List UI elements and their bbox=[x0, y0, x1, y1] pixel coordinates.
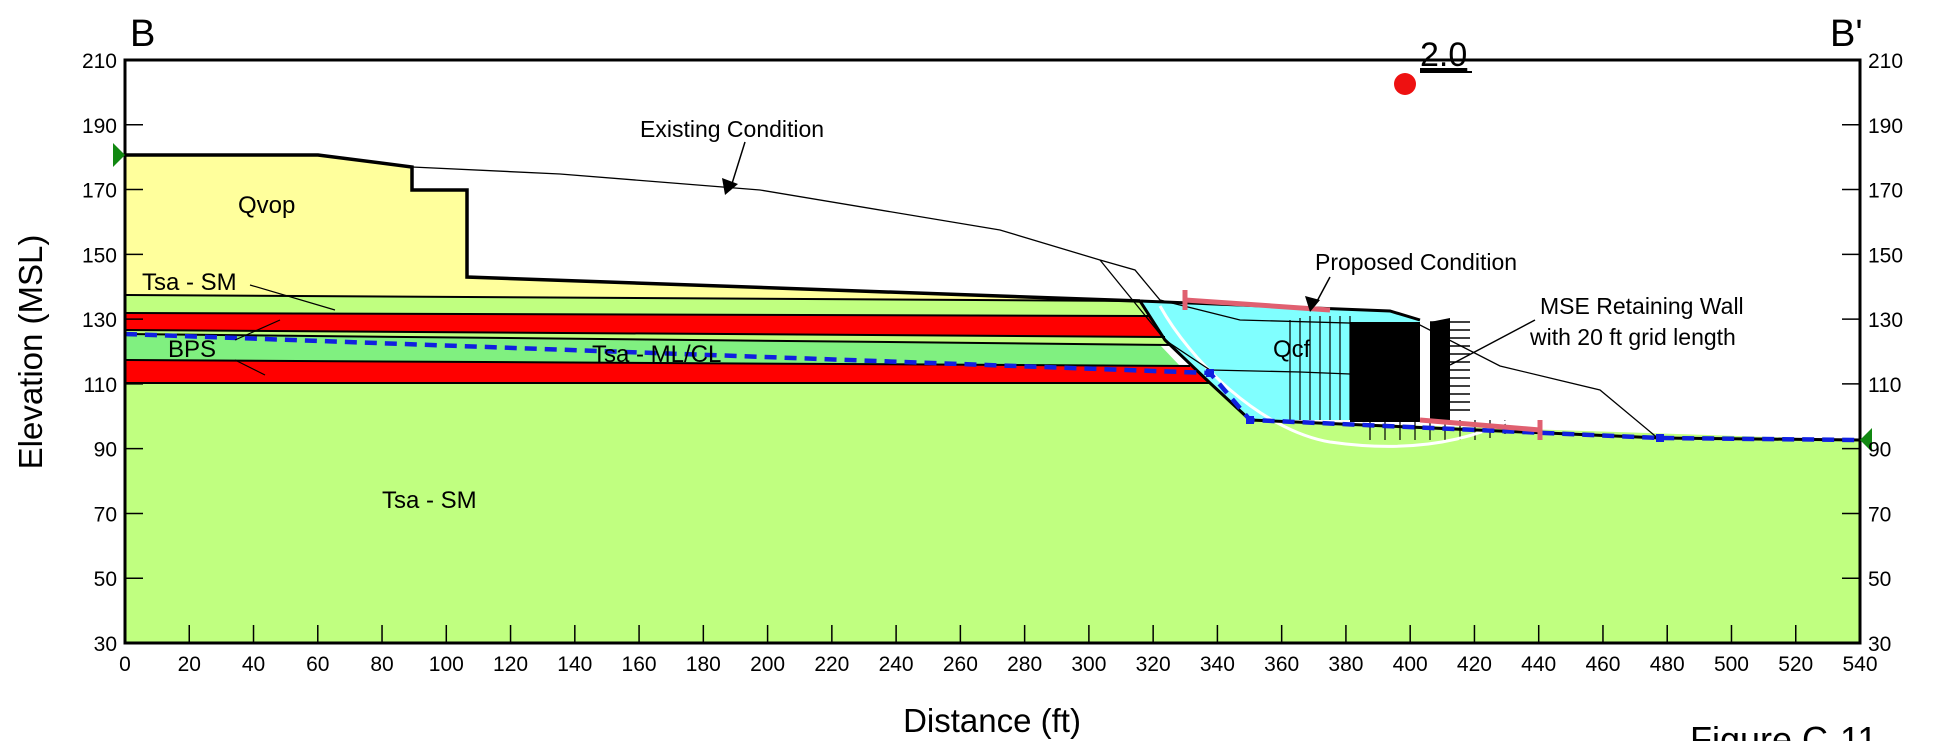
section-label-right: B' bbox=[1830, 13, 1863, 55]
existing-condition-label: Existing Condition bbox=[640, 116, 824, 142]
x-tick-label: 400 bbox=[1393, 653, 1428, 676]
y-tick-label: 170 bbox=[1868, 180, 1903, 203]
y-tick-label: 130 bbox=[82, 309, 117, 332]
x-tick-label: 180 bbox=[686, 653, 721, 676]
y-tick-label: 190 bbox=[82, 115, 117, 138]
x-tick-label: 420 bbox=[1457, 653, 1492, 676]
proposed-condition-label: Proposed Condition bbox=[1315, 249, 1517, 275]
y-tick-label: 150 bbox=[82, 244, 117, 267]
y-tick-label: 30 bbox=[1868, 633, 1891, 656]
y-tick-label: 170 bbox=[82, 180, 117, 203]
x-tick-label: 140 bbox=[557, 653, 592, 676]
y-tick-label: 50 bbox=[94, 568, 117, 591]
x-tick-label: 260 bbox=[943, 653, 978, 676]
y-tick-label: 130 bbox=[1868, 309, 1903, 332]
x-tick-label: 0 bbox=[119, 653, 131, 676]
y-tick-label: 70 bbox=[1868, 503, 1891, 526]
tsa-sm-leader bbox=[249, 284, 336, 311]
x-tick-label: 340 bbox=[1200, 653, 1235, 676]
figure-label: Figure C-11 bbox=[1690, 719, 1877, 741]
existing-ground-line bbox=[411, 166, 1661, 441]
layer-label-qcf: Qcf bbox=[1273, 336, 1311, 363]
water-table-nodes bbox=[1206, 369, 1664, 442]
x-tick-label: 360 bbox=[1264, 653, 1299, 676]
mse-wall-label-line2: with 20 ft grid length bbox=[1529, 324, 1736, 350]
x-tick-label: 540 bbox=[1842, 653, 1877, 676]
y-tick-label: 50 bbox=[1868, 568, 1891, 591]
proposed-arrowhead bbox=[1305, 296, 1320, 312]
y-tick-label: 90 bbox=[1868, 439, 1891, 462]
y-tick-label: 210 bbox=[1868, 50, 1903, 73]
x-tick-label: 40 bbox=[242, 653, 265, 676]
factor-of-safety: 2.0 bbox=[1420, 36, 1467, 74]
y-tick-label: 150 bbox=[1868, 244, 1903, 267]
x-tick-label: 160 bbox=[622, 653, 657, 676]
x-axis-title: Distance (ft) bbox=[903, 702, 1081, 739]
mse-leader bbox=[1449, 319, 1536, 366]
x-tick-label: 440 bbox=[1521, 653, 1556, 676]
y-tick-label: 90 bbox=[94, 439, 117, 462]
x-tick-label: 240 bbox=[879, 653, 914, 676]
mse-wall-block bbox=[1350, 322, 1420, 422]
x-tick-label: 320 bbox=[1136, 653, 1171, 676]
y-tick-labels-left: 30 50 70 90 110 130 150 170 190 210 bbox=[82, 50, 117, 656]
x-tick-label: 220 bbox=[814, 653, 849, 676]
x-tick-label: 460 bbox=[1585, 653, 1620, 676]
existing-arrowhead bbox=[722, 178, 738, 195]
x-tick-labels: 0 20 40 60 80 100 120 140 160 180 200 220 240 260 280 3… bbox=[119, 653, 1877, 676]
x-tick-label: 280 bbox=[1007, 653, 1042, 676]
y-tick-label: 210 bbox=[82, 50, 117, 73]
layer-label-tsa-ml-cl: Tsa - ML/CL bbox=[592, 341, 721, 368]
layer-label-tsa-sm-upper: Tsa - SM bbox=[142, 269, 237, 296]
y-tick-label: 110 bbox=[84, 374, 117, 397]
y-tick-label: 190 bbox=[1868, 115, 1903, 138]
boundary-markers bbox=[113, 143, 1872, 452]
x-tick-label: 80 bbox=[370, 653, 393, 676]
y-tick-label: 30 bbox=[94, 633, 117, 656]
y-axis-title: Elevation (MSL) bbox=[12, 235, 49, 470]
plot-frame bbox=[123, 58, 1862, 645]
anchor-lines bbox=[1182, 290, 1543, 440]
mse-wall-label-line1: MSE Retaining Wall bbox=[1540, 293, 1744, 319]
bps-seam-lower bbox=[125, 360, 1210, 383]
section-label-left: B bbox=[130, 13, 155, 55]
x-tick-label: 480 bbox=[1650, 653, 1685, 676]
x-tick-label: 120 bbox=[493, 653, 528, 676]
mse-wall-face bbox=[1430, 318, 1450, 422]
x-tick-label: 100 bbox=[429, 653, 464, 676]
qvop-unit bbox=[125, 155, 1140, 301]
x-tick-label: 520 bbox=[1778, 653, 1813, 676]
x-tick-label: 500 bbox=[1714, 653, 1749, 676]
bps-leader-1 bbox=[234, 319, 281, 341]
layer-label-qvop: Qvop bbox=[238, 192, 295, 219]
axis-ticks bbox=[124, 59, 1861, 644]
x-tick-label: 200 bbox=[750, 653, 785, 676]
x-tick-label: 380 bbox=[1328, 653, 1363, 676]
x-tick-label: 20 bbox=[178, 653, 201, 676]
layer-label-tsa-sm-lower: Tsa - SM bbox=[382, 487, 477, 514]
y-tick-label: 70 bbox=[94, 503, 117, 526]
y-tick-label: 110 bbox=[1868, 374, 1901, 397]
slip-surface bbox=[1158, 305, 1511, 448]
x-tick-label: 300 bbox=[1071, 653, 1106, 676]
layer-label-bps: BPS bbox=[168, 336, 216, 363]
critical-center-marker bbox=[1394, 73, 1416, 95]
x-tick-label: 60 bbox=[306, 653, 329, 676]
bps-leader-2 bbox=[234, 359, 266, 376]
tsa-sm-lower-unit bbox=[125, 383, 1860, 643]
y-tick-labels-right: 30 50 70 90 110 130 150 170 190 210 bbox=[1868, 50, 1903, 656]
